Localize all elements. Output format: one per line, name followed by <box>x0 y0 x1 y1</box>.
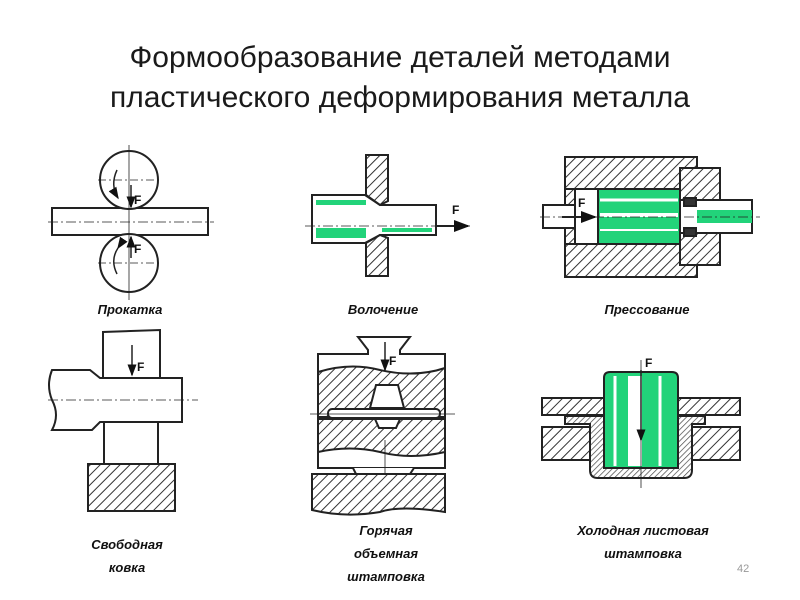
label-cold-sheet-stamping: Холодная листовая штамповка <box>577 519 709 565</box>
title-line-1: Формообразование деталей методами <box>129 41 671 74</box>
label-line: Волочение <box>347 302 419 317</box>
label-line: штамповка <box>347 569 425 584</box>
label-drawing: Волочение <box>348 298 418 321</box>
title-line-2: пластического деформирования металла <box>110 81 690 114</box>
label-hot-die-forging: Горячая объемная штамповка <box>347 519 425 588</box>
free-forging-diagram: F <box>48 328 198 512</box>
label-pressing: Прессование <box>604 298 689 321</box>
hot-die-forging-diagram: F <box>310 336 455 516</box>
label-line: ковка <box>108 560 146 575</box>
force-label: F <box>389 354 396 368</box>
label-line: объемная <box>353 546 419 561</box>
label-line: Горячая <box>359 523 413 538</box>
label-line: Прессование <box>604 302 690 317</box>
force-label: F <box>645 356 652 370</box>
label-line: штамповка <box>604 546 682 561</box>
page-number: 42 <box>737 563 750 575</box>
label-line: Холодная листовая <box>577 523 709 538</box>
drawing-diagram: F <box>305 154 470 277</box>
label-line: Прокатка <box>97 302 163 317</box>
force-label: F <box>137 360 144 374</box>
pressing-diagram: F <box>540 156 760 278</box>
cold-sheet-stamping-diagram: F <box>541 356 741 488</box>
force-label: F <box>452 203 459 217</box>
force-label: F <box>134 193 141 207</box>
label-free-forging: Свободная ковка <box>91 533 163 579</box>
label-line: Свободная <box>91 537 163 552</box>
rolling-diagram: F F <box>48 145 214 300</box>
label-rolling: Прокатка <box>98 298 163 321</box>
force-label: F <box>134 242 141 256</box>
slide-title: Формообразование деталей методами пласти… <box>0 38 800 118</box>
force-label: F <box>578 196 585 210</box>
